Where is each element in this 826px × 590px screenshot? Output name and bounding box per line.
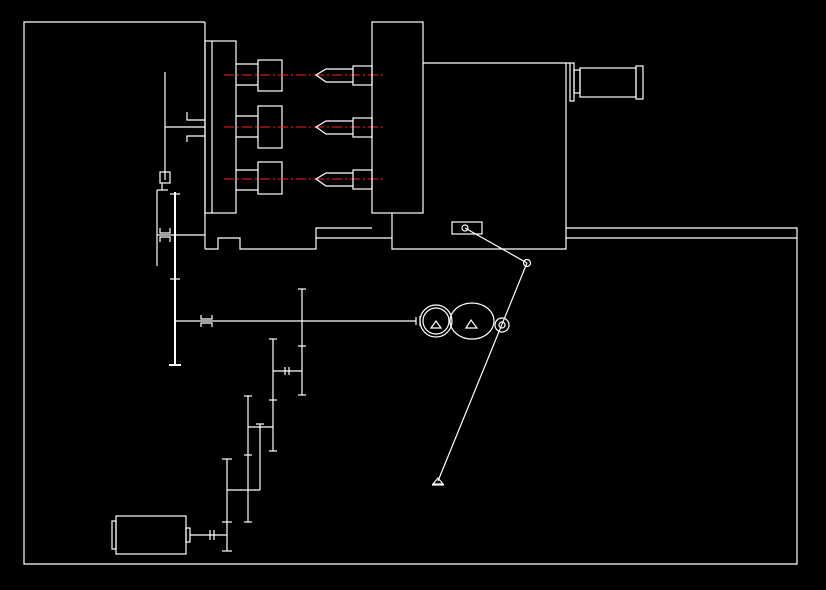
gear-train [222,288,306,552]
feed-shaft [169,192,416,366]
cam-mechanism [415,302,510,340]
work-table [371,21,567,250]
spindle-2 [224,105,384,149]
spindle-1 [224,59,384,92]
electric-motor [111,515,227,555]
hydraulic-cylinder [566,62,644,102]
machine-frame [23,21,798,565]
lever-linkage [431,221,532,486]
spindle-drive-shaft [156,72,205,266]
spindle-headstock [204,22,372,250]
spindle-3 [224,161,384,195]
